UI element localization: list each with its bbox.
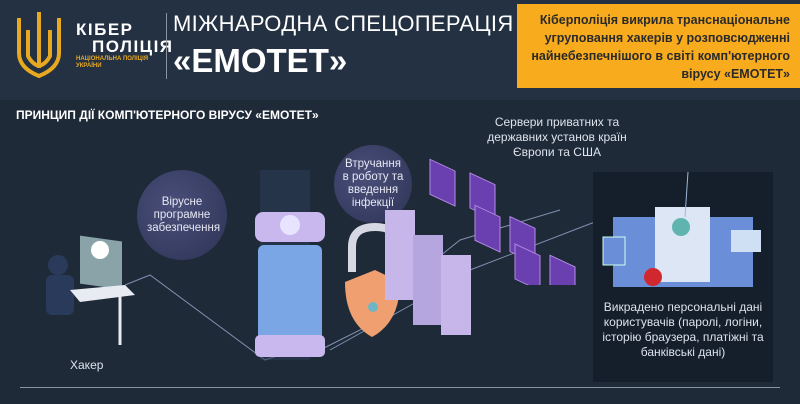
logo-text-police: ПОЛІЦІЯ bbox=[92, 37, 174, 56]
logo-text-kiber: КІБЕР bbox=[76, 20, 134, 39]
stolen-data-panel: Викрадено персональні дані користувачів … bbox=[593, 172, 773, 382]
malware-bubble: Вірусне програмне забезпечення bbox=[137, 170, 227, 260]
laptops-icon bbox=[429, 158, 576, 285]
title-line2: «ЕМОТЕТ» bbox=[173, 42, 348, 79]
logo-sub1: НАЦІОНАЛЬНА ПОЛІЦІЯ bbox=[76, 56, 149, 62]
malware-label: Вірусне програмне забезпечення bbox=[147, 195, 221, 234]
divider bbox=[166, 13, 167, 79]
hacker-icon bbox=[46, 235, 135, 345]
stolen-data-label: Викрадено персональні дані користувачів … bbox=[602, 300, 764, 359]
logo-sub2: УКРАЇНИ bbox=[76, 63, 102, 69]
trident-logo-icon bbox=[17, 12, 61, 79]
diagram-heading: ПРИНЦИП ДІЇ КОМП'ЮТЕРНОГО ВІРУСУ «ЕМОТЕТ… bbox=[16, 108, 319, 122]
server-racks-icon bbox=[385, 210, 471, 335]
hacker-label: Хакер bbox=[70, 358, 104, 372]
footer-divider bbox=[20, 387, 780, 388]
title-line1: МІЖНАРОДНА СПЕЦОПЕРАЦІЯ bbox=[173, 11, 514, 36]
intrusion-label: Втручання в роботу та введення інфекції bbox=[342, 158, 404, 209]
server-tower-icon bbox=[255, 170, 325, 360]
phishing-email-icon bbox=[602, 172, 761, 287]
announcement-box: Кіберполіція викрила транснаціональне уг… bbox=[517, 4, 800, 88]
servers-label: Сервери приватних та державних установ к… bbox=[487, 115, 627, 159]
